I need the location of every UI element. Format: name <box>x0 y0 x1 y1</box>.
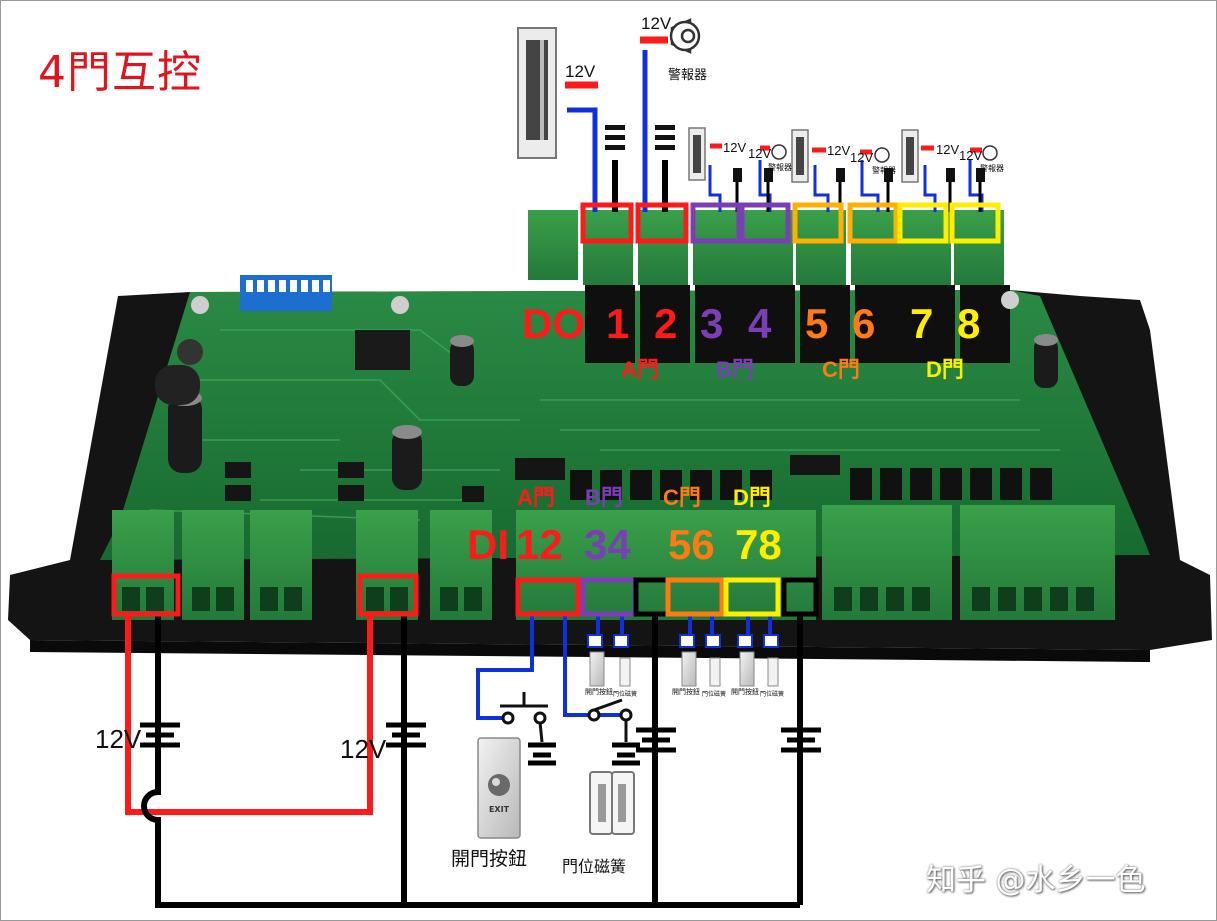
capacitor <box>168 395 202 473</box>
do-door-c: C門 <box>822 357 860 382</box>
page-title: 4門互控 <box>38 47 202 98</box>
top-terminals <box>528 210 1004 285</box>
small-sensor-label-1: 門位磁簧 <box>613 691 638 698</box>
relay-row <box>585 285 1010 363</box>
switch-symbols <box>500 692 633 743</box>
siren-icon <box>669 18 701 54</box>
lock-voltage-label: 12V <box>565 62 596 81</box>
exit-plate-text: EXIT <box>489 805 510 814</box>
bottom-terminals <box>112 505 1115 620</box>
di-number-34: 34 <box>584 521 631 568</box>
power-voltage-left: 12V <box>95 724 142 754</box>
magnetic-lock-icon <box>517 27 557 159</box>
do-number-7: 7 <box>910 300 934 347</box>
door-sensor-label: 門位磁簧 <box>562 857 627 876</box>
di-number-78: 78 <box>735 521 782 568</box>
small-exit-label-1: 開門按鈕 <box>585 688 613 696</box>
small-exit-label-3: 開門按鈕 <box>731 688 759 696</box>
di-highlight-boxes <box>111 573 819 617</box>
watermark: 知乎 @水乡一色 <box>926 863 1146 898</box>
mcu-chip <box>355 330 410 370</box>
small-voltage-4: 12V <box>850 150 874 165</box>
small-voltage-2: 12V <box>748 146 772 161</box>
small-alarm-label-2: 警報器 <box>872 166 896 175</box>
di-label: DI <box>467 521 509 568</box>
di-number-12: 12 <box>516 521 563 568</box>
small-alarm-label-3: 警報器 <box>980 164 1004 173</box>
small-siren-icons <box>771 144 998 163</box>
small-voltage-5: 12V <box>936 142 960 157</box>
small-input-icons <box>587 634 779 687</box>
exit-button-label: 開門按鈕 <box>451 848 528 870</box>
di-door-b: B門 <box>585 485 623 510</box>
do-number-8: 8 <box>957 300 981 347</box>
power-voltage-right: 12V <box>340 734 387 764</box>
door-sensor-icon <box>589 771 635 835</box>
di-door-c: C門 <box>663 485 701 510</box>
small-voltage-6: 12V <box>959 148 983 163</box>
do-number-1: 1 <box>606 300 630 347</box>
do-door-d: D門 <box>926 357 964 382</box>
exit-button-icon: EXIT <box>477 737 521 839</box>
small-alarm-label-1: 警報器 <box>768 163 792 172</box>
do-door-b: B門 <box>716 357 754 382</box>
small-voltage-3: 12V <box>827 143 851 158</box>
output-wiring <box>565 36 984 212</box>
battery-symbols <box>140 722 821 766</box>
do-number-5: 5 <box>805 300 829 347</box>
do-number-4: 4 <box>748 300 772 347</box>
small-sensor-label-3: 門位磁簧 <box>760 691 785 698</box>
power-wiring <box>125 612 803 908</box>
small-sensor-label-2: 門位磁簧 <box>702 691 727 698</box>
wire-caps <box>605 125 985 182</box>
do-number-2: 2 <box>654 300 678 347</box>
do-number-6: 6 <box>852 300 876 347</box>
do-door-a: A門 <box>621 357 659 382</box>
do-label: DO <box>522 300 585 347</box>
do-highlight-boxes <box>580 202 1001 244</box>
small-exit-label-2: 開門按鈕 <box>672 688 700 696</box>
do-number-3: 3 <box>700 300 724 347</box>
di-door-a: A門 <box>517 485 555 510</box>
di-number-56: 56 <box>668 521 715 568</box>
di-door-d: D門 <box>733 485 771 510</box>
alarm-label: 警報器 <box>668 68 708 83</box>
small-voltage-1: 12V <box>723 140 747 155</box>
alarm-voltage-label: 12V <box>641 14 672 33</box>
